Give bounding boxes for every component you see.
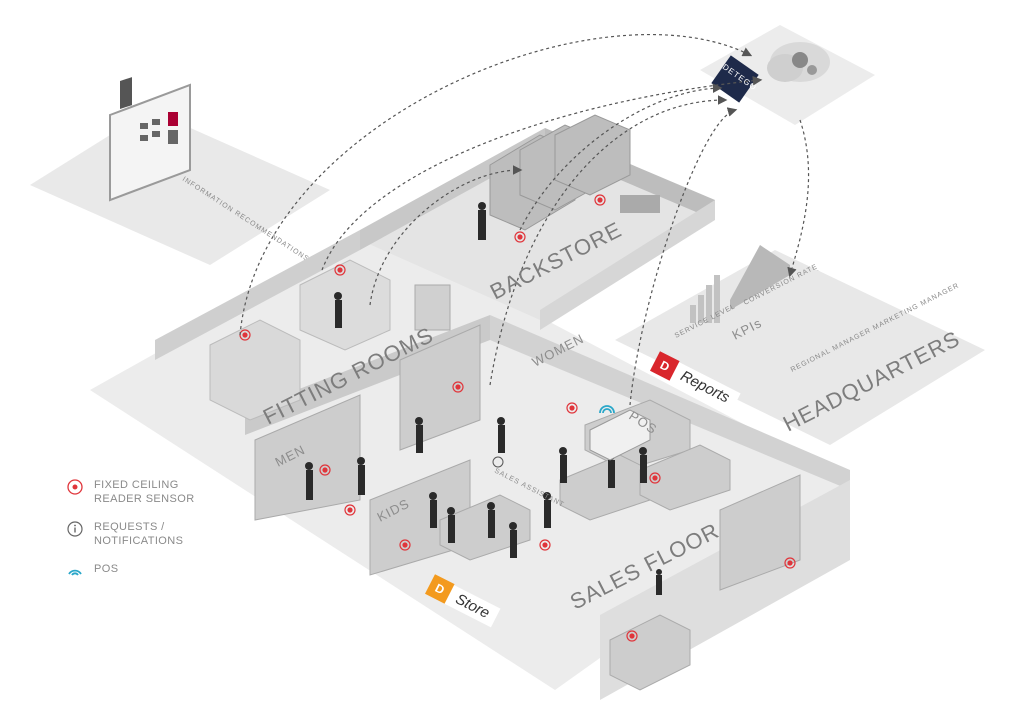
fitting-booth-2	[299, 259, 391, 351]
fitting-booth-1	[209, 319, 301, 421]
pos-wifi-icon	[68, 569, 82, 576]
legend: FIXED CEILING READER SENSOR REQUESTS / N…	[66, 478, 266, 594]
legend-item-sensor: FIXED CEILING READER SENSOR	[66, 478, 266, 506]
arrow-cloud-to-hq	[787, 119, 810, 278]
backstore-shelves	[489, 114, 631, 231]
legend-item-pos: POS	[66, 562, 266, 580]
info-icon	[492, 456, 504, 468]
info-panel-platform	[30, 110, 330, 265]
detego-badge	[711, 55, 759, 103]
data-flow-arrows	[239, 33, 810, 406]
backstore-wall	[360, 128, 545, 250]
backstore-door	[414, 284, 451, 331]
legend-label-pos: POS	[94, 563, 119, 575]
ceiling-sensors	[239, 194, 796, 642]
info-screen	[109, 77, 191, 202]
partition-wall	[245, 315, 490, 435]
kpi-chart	[690, 245, 790, 323]
sales-right-wall	[490, 315, 850, 490]
backstore-floor	[360, 140, 715, 320]
ceiling-sensor-icon	[67, 479, 83, 495]
backstore-desk	[620, 195, 660, 213]
arrow-pos-to-cloud	[629, 107, 738, 406]
pos-counter	[589, 409, 651, 461]
info-icon	[67, 521, 83, 537]
arrow-fitting-to-cloud	[239, 33, 753, 336]
legend-item-requests: REQUESTS / NOTIFICATIONS	[66, 520, 266, 548]
cloud-icon	[767, 42, 830, 82]
fitting-wall	[155, 230, 360, 360]
arrow-fitting2-to-cloud	[321, 75, 763, 271]
pos-wifi-icon	[599, 405, 615, 414]
backstore-front-wall	[540, 200, 715, 330]
legend-label-requests: REQUESTS / NOTIFICATIONS	[94, 521, 184, 547]
arrow-backstore-feed	[369, 165, 523, 306]
legend-label-sensor: FIXED CEILING READER SENSOR	[94, 479, 195, 505]
